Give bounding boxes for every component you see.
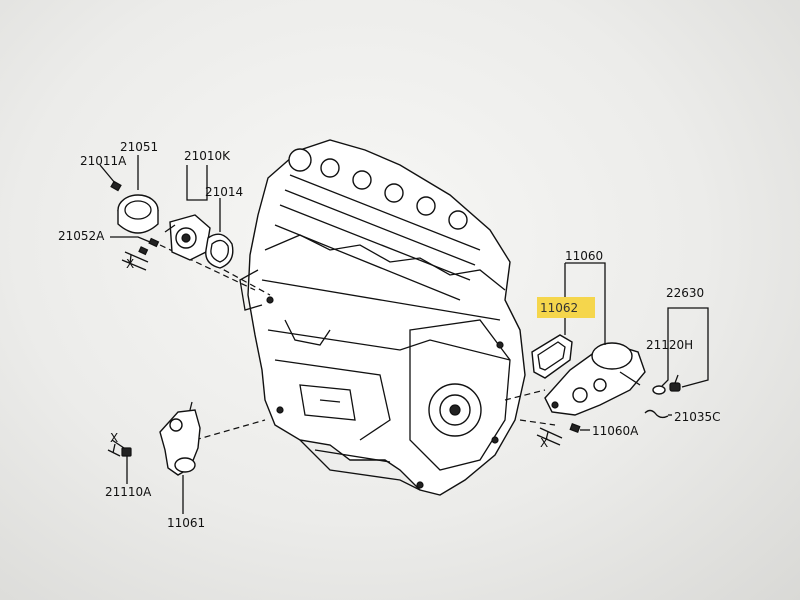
part-11060-thermostat-housing[interactable] [544,342,646,416]
label-11060a: 11060A [592,424,639,438]
part-21014-gasket[interactable] [205,233,234,269]
label-21010k: 21010K [184,149,231,163]
label-22630: 22630 [666,286,704,300]
label-21052a: 21052A [58,229,105,243]
label-x-right: X [540,436,548,450]
label-21035c: 21035C [674,410,721,424]
engine-block [239,139,526,496]
part-21011a-bolt[interactable] [110,180,122,192]
assembly-lines [159,244,556,441]
label-x-bottom: X [110,431,118,445]
leader-lines-lower [107,439,184,514]
label-x-left: X [126,257,134,271]
spark-plug-row [288,148,468,230]
part-21120h-o-ring[interactable] [652,385,666,395]
label-11062: 11062 [540,301,578,315]
label-21011a: 21011A [80,154,127,168]
part-21052a-bolts[interactable] [138,237,160,256]
part-22630-sensor[interactable] [669,374,681,392]
label-21014: 21014 [205,185,243,199]
part-21035c-clip[interactable] [644,409,669,419]
label-11061: 11061 [167,516,205,530]
part-labels: 21051 21011A 21010K 21014 21052A X 11060… [58,140,721,530]
part-21110a-bolt[interactable] [121,447,132,457]
highlight-11062 [537,297,595,318]
leader-lines-right [536,262,709,446]
part-11060a-bolt[interactable] [569,423,581,433]
part-11061-water-outlet[interactable] [159,401,201,476]
label-21051: 21051 [120,140,158,154]
label-21110a: 21110A [105,485,152,499]
crank-pulley [428,383,482,437]
label-11060: 11060 [565,249,603,263]
part-21010k-water-pump[interactable] [164,214,211,261]
leader-lines-left [99,155,221,271]
label-21120h: 21120H [646,338,693,352]
part-11062-gasket[interactable] [531,334,573,379]
part-21051-pulley[interactable] [117,194,159,234]
